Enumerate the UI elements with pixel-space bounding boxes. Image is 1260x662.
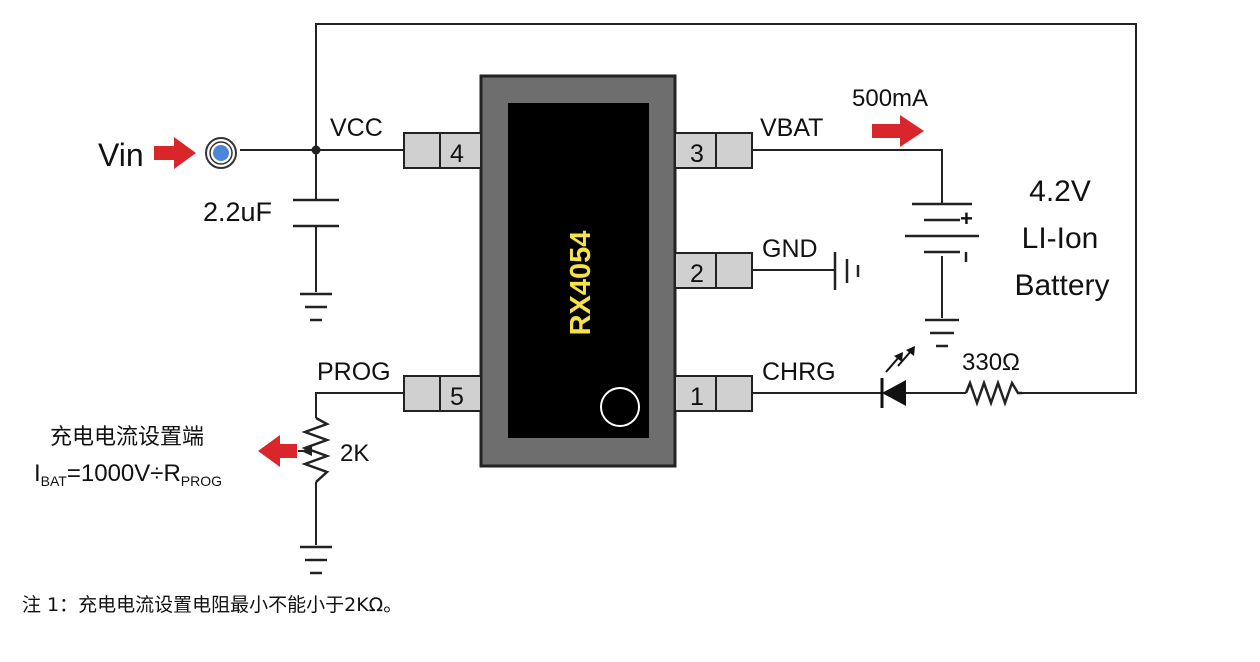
current-arrow-icon	[872, 115, 924, 147]
pin-1: 1	[674, 375, 753, 412]
capacitor-value: 2.2uF	[203, 197, 272, 227]
vin-arrow-icon	[154, 137, 196, 169]
pin-1-number: 1	[690, 383, 704, 411]
battery-word: Battery	[1014, 269, 1109, 302]
gnd-label: GND	[762, 235, 818, 263]
formula-i-sub: BAT	[41, 473, 68, 489]
top-feedback-wire	[315, 23, 1137, 394]
battery-type: LI-Ion	[1022, 222, 1099, 255]
chip-die	[508, 103, 649, 438]
prog-arrow-icon	[258, 435, 297, 467]
led-resistor-value: 330Ω	[962, 349, 1020, 376]
chip-name: RX4054	[565, 231, 597, 336]
vin-terminal	[205, 137, 237, 169]
pin-4: 4	[403, 132, 482, 169]
vbat-label: VBAT	[760, 114, 823, 142]
vin-label: Vin	[98, 137, 144, 173]
prog-resistor-value: 2K	[340, 440, 369, 467]
pin-2: 2	[674, 252, 753, 289]
pin1-marker	[600, 387, 640, 427]
footnote: 注 1：充电电流设置电阻最小不能小于2KΩ。	[22, 594, 403, 616]
pin-5: 5	[403, 375, 482, 412]
prog-ground-icon	[300, 545, 332, 575]
wires	[240, 23, 1137, 545]
battery-plus: +	[960, 206, 973, 231]
prog-label: PROG	[317, 358, 391, 386]
junction-dot	[311, 145, 321, 155]
formula-middle: =1000V÷R	[67, 460, 181, 487]
formula-r-sub: PROG	[181, 473, 222, 489]
battery-ground-icon	[925, 318, 959, 348]
prog-wire	[315, 392, 404, 418]
chrg-label: CHRG	[762, 358, 836, 386]
gnd-ground-icon	[833, 252, 860, 290]
battery-symbol	[905, 202, 979, 262]
vin-dot	[213, 145, 229, 161]
capacitor-symbol	[293, 198, 339, 228]
ground-icon	[300, 292, 332, 322]
pin-3: 3	[674, 132, 753, 169]
formula-i: I	[34, 460, 41, 487]
led-icon	[880, 346, 915, 408]
current-label: 500mA	[852, 85, 928, 112]
schematic: Vin 2.2uF RX4054 4 5 3 2 1	[34, 23, 1137, 575]
battery-voltage: 4.2V	[1029, 175, 1091, 208]
prog-setting-label: 充电电流设置端	[50, 424, 204, 449]
current-formula: IBAT=1000V÷RPROG	[34, 460, 222, 489]
led-resistor-symbol	[964, 379, 1022, 407]
prog-resistor-symbol	[301, 416, 331, 483]
pin-5-number: 5	[450, 383, 464, 411]
pin-2-number: 2	[690, 260, 704, 288]
pin-4-number: 4	[450, 140, 464, 168]
vbat-wire	[752, 149, 943, 204]
vcc-label: VCC	[330, 114, 383, 142]
pin-3-number: 3	[690, 140, 704, 168]
